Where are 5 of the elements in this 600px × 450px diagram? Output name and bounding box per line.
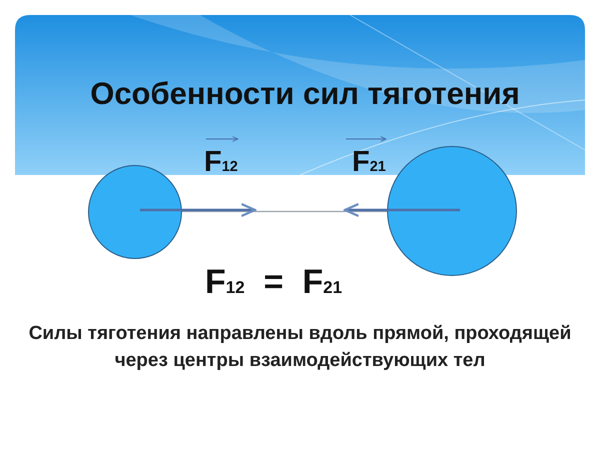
sphere: [387, 146, 517, 276]
sphere: [88, 165, 182, 259]
connecting-line: [182, 210, 387, 212]
caption: Силы тяготения направлены вдоль прямой, проходящей через центры взаимодействующих тел: [28, 322, 572, 373]
title: Особенности сил тяготения: [89, 76, 521, 112]
